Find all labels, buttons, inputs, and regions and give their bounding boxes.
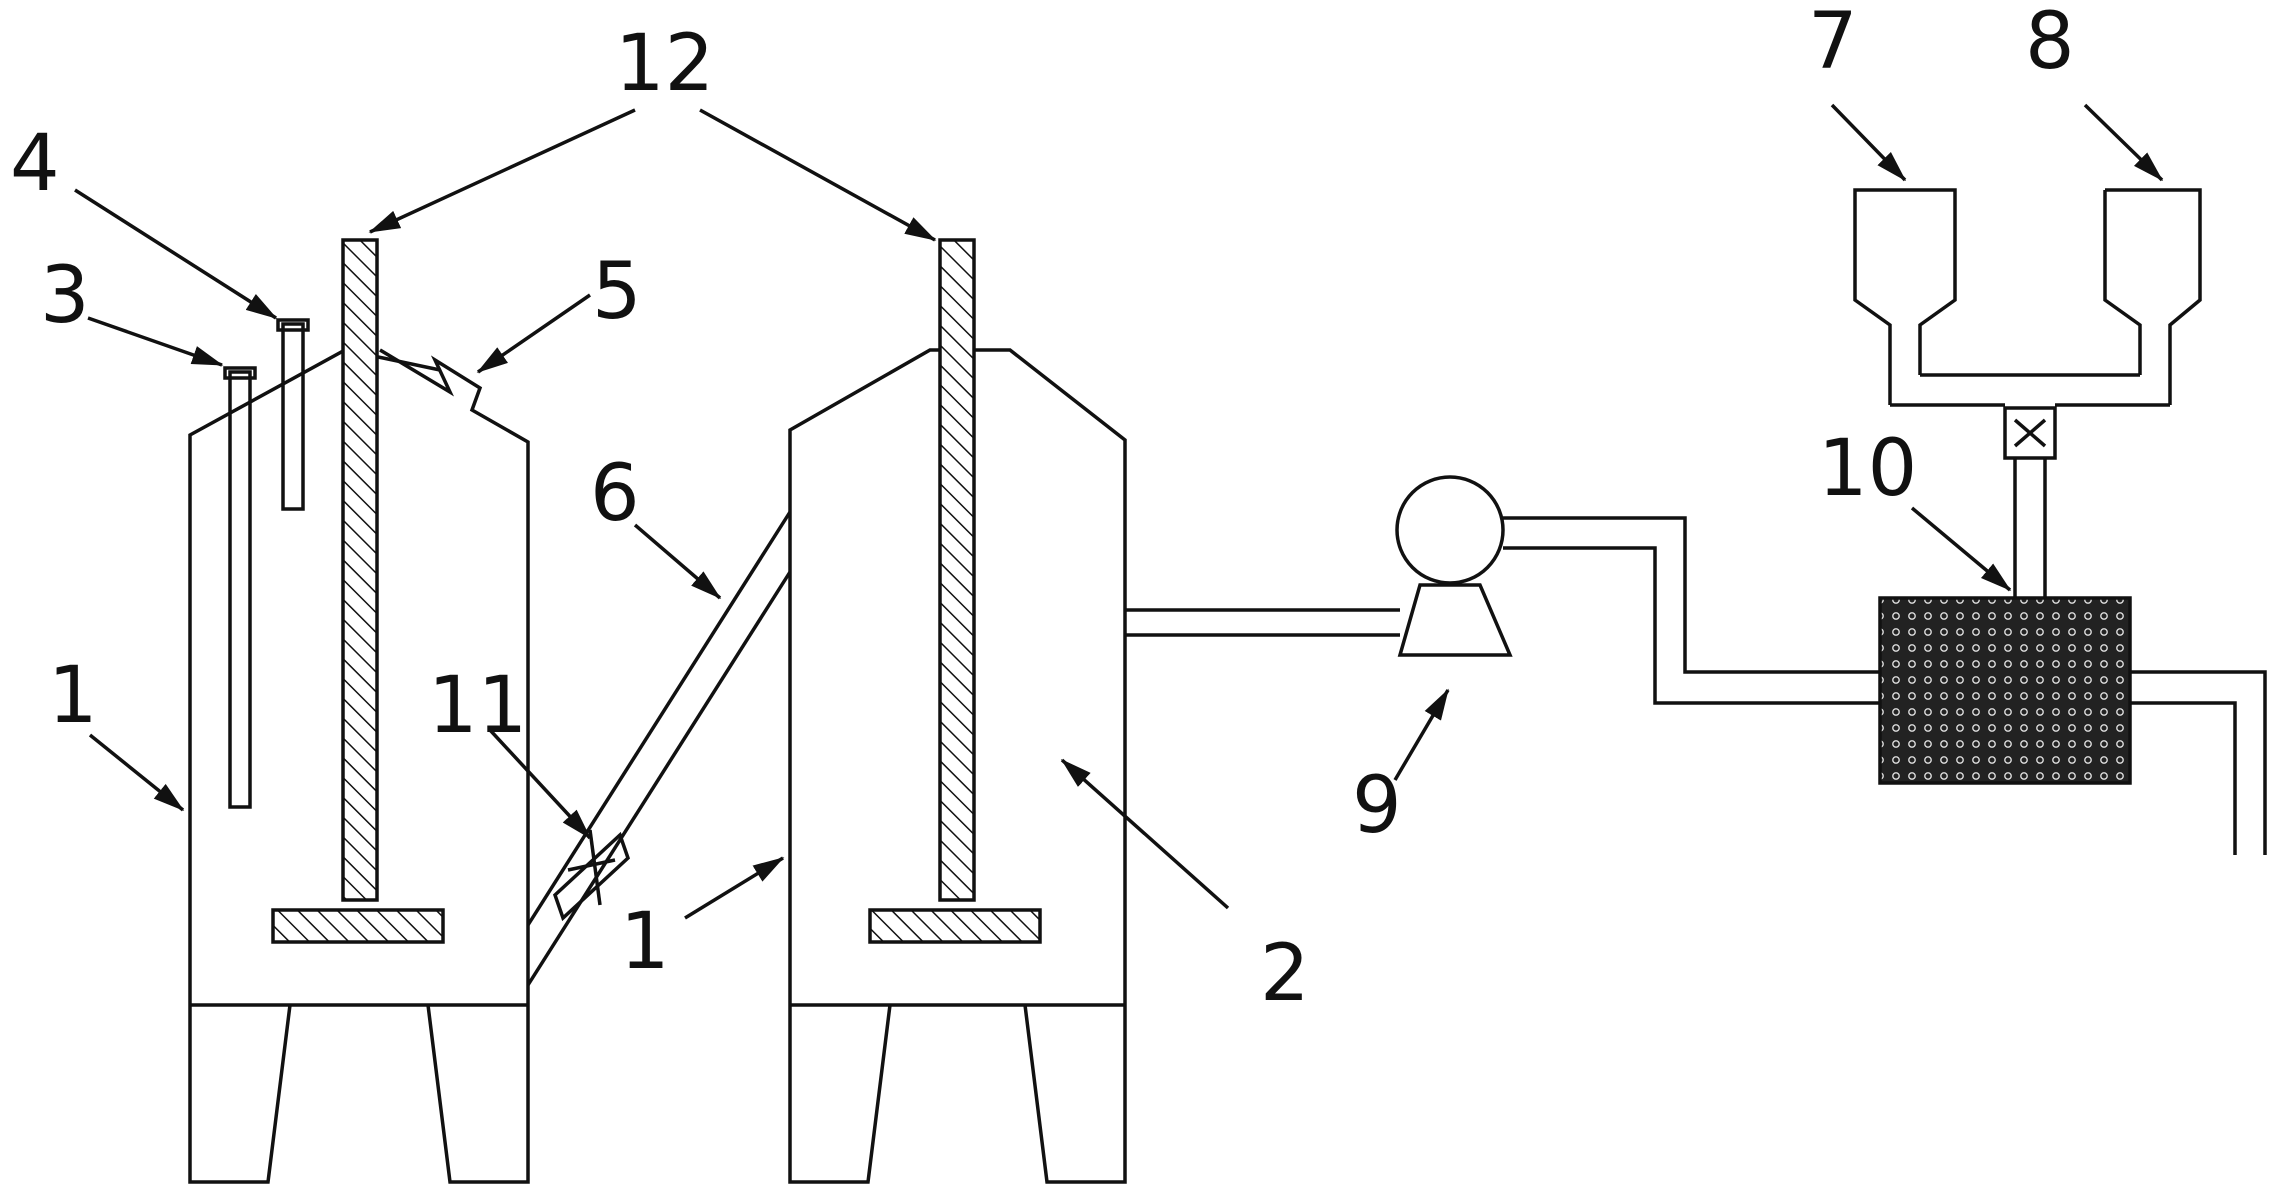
leader-arrows (74, 103, 2164, 920)
arrow-1-left (88, 733, 185, 812)
left-tank-leg-left (188, 1004, 292, 1184)
label-3: 3 (40, 251, 90, 341)
arrow-11 (488, 728, 592, 840)
bottle-7-outline (1885, 188, 1957, 375)
mixing-valve-box (2003, 406, 2057, 460)
arrow-2 (1060, 758, 1230, 910)
bottle-8-outline-left (2103, 190, 2142, 375)
bottle-7-outline-left (1853, 188, 1892, 405)
left-stirrer-blade (271, 908, 445, 944)
valve-11[interactable] (552, 829, 631, 922)
pipe-6-upper-line (526, 511, 792, 926)
label-4: 4 (10, 119, 60, 209)
filter-10 (1878, 596, 2132, 785)
label-2: 2 (1260, 929, 1310, 1019)
right-tank-2 (788, 238, 1127, 1184)
right-tank-leg-left (788, 1004, 892, 1184)
reagent-bottle-7 (1853, 188, 1957, 405)
label-11: 11 (428, 661, 527, 751)
part-labels: 12 4 3 5 6 11 1 1 2 9 7 8 10 (10, 0, 2075, 1019)
right-stirrer-blade (868, 908, 1042, 944)
pump-outlet-pipe-bottom (1503, 546, 1880, 705)
arrow-10 (1910, 506, 2012, 592)
arrow-12-right (699, 108, 937, 242)
label-5: 5 (592, 247, 642, 337)
reagent-manifold (1890, 373, 2170, 598)
probe-3 (228, 370, 252, 809)
pump-inlet-pipe (1125, 608, 1400, 637)
transfer-pipe-6 (526, 445, 792, 986)
label-1-left: 1 (48, 651, 98, 741)
arrow-6 (633, 523, 722, 600)
left-tank-outer-wall (188, 348, 441, 1005)
probe-4 (281, 322, 305, 511)
filter-outlet-pipe (2130, 670, 2267, 855)
arrow-8 (2083, 103, 2164, 182)
label-12: 12 (615, 19, 714, 109)
arrow-12-left (368, 108, 636, 234)
bottle-8-outline-right (2105, 188, 2202, 405)
valve-11-handle (588, 829, 602, 906)
label-9: 9 (1352, 761, 1402, 851)
valve-11-stem (567, 858, 616, 872)
arrow-5 (476, 293, 591, 374)
right-tank-leg-right (1023, 1004, 1127, 1184)
valve-11-body (552, 831, 631, 922)
arrow-4 (74, 188, 278, 320)
left-tank-leg-right (426, 1004, 530, 1184)
pump-9-base (1397, 583, 1513, 657)
arrow-9 (1393, 688, 1450, 781)
probe-4-cap (276, 318, 310, 332)
filter-outlet-pipe-inner (2130, 701, 2237, 855)
label-10: 10 (1818, 424, 1917, 514)
label-8: 8 (2025, 0, 2075, 87)
right-tank-top-right (975, 348, 1127, 1005)
arrow-3 (87, 316, 224, 367)
pump-outlet-pipe-top (1503, 516, 1880, 674)
label-1-right: 1 (620, 897, 670, 987)
pipe-6-lower-line (526, 571, 792, 986)
right-tank-top-left (788, 348, 960, 445)
right-stirrer-shaft (938, 238, 976, 902)
probe-3-cap (223, 366, 257, 380)
left-tank (188, 238, 530, 1184)
reagent-bottle-8 (2103, 188, 2202, 405)
label-6: 6 (590, 449, 640, 539)
mixing-valve-cross-b (2013, 418, 2047, 448)
left-stirrer-shaft (341, 238, 379, 902)
filter-outlet-pipe-outer (2130, 670, 2267, 855)
arrow-7 (1830, 103, 1907, 182)
left-tank-right-wall (379, 348, 530, 925)
label-7: 7 (1808, 0, 1858, 87)
pump-outlet-pipe (1503, 516, 1880, 705)
arrow-1-right (684, 856, 785, 920)
pump-9[interactable] (1395, 475, 1513, 657)
pump-9-housing (1395, 475, 1505, 585)
